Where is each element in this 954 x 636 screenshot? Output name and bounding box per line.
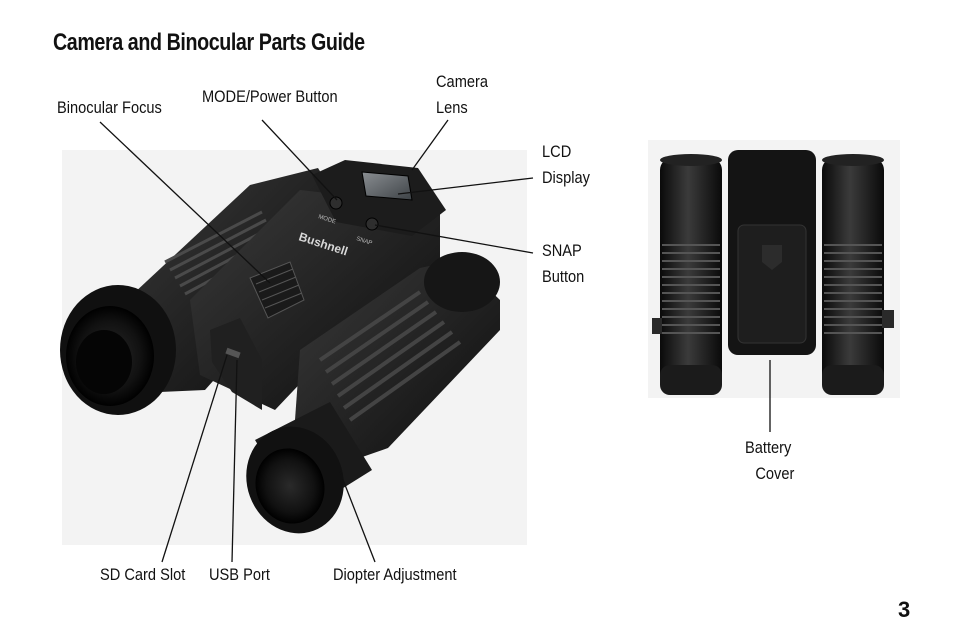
camera-lens-line2: Lens (436, 98, 468, 117)
angled-binocular: MODE SNAP Bushnell (60, 150, 527, 545)
mode-power-text: MODE/Power Button (202, 87, 338, 106)
label-lcd-display: LCD Display (542, 139, 590, 191)
lcd-display-line2: Display (542, 168, 590, 187)
battery-cover-line1: Battery (745, 438, 792, 457)
binocular-focus-text: Binocular Focus (57, 98, 162, 117)
mode-small-label: MODE (317, 214, 336, 225)
camera-lens-line1: Camera (436, 72, 489, 91)
snap-button-line2: Button (542, 267, 585, 286)
page-number: 3 (898, 597, 911, 622)
label-binocular-focus: Binocular Focus (57, 95, 162, 121)
sd-card-slot-text: SD Card Slot (100, 565, 186, 584)
label-usb-port: USB Port (209, 562, 270, 588)
label-camera-lens: Camera Lens (436, 69, 488, 121)
snap-button-line1: SNAP (542, 241, 582, 260)
diopter-adjustment-text: Diopter Adjustment (333, 565, 457, 584)
leader-lines (99, 119, 771, 563)
snap-small-label: SNAP (355, 236, 372, 247)
label-sd-card-slot: SD Card Slot (100, 562, 185, 588)
label-snap-button: SNAP Button (542, 238, 584, 290)
lcd-display-line1: LCD (542, 142, 572, 161)
label-diopter-adjustment: Diopter Adjustment (333, 562, 457, 588)
label-mode-power-button: MODE/Power Button (202, 84, 338, 110)
page-title: Camera and Binocular Parts Guide (53, 29, 365, 56)
battery-cover-line2: Cover (755, 464, 795, 483)
usb-port-text: USB Port (209, 565, 270, 584)
label-battery-cover: Battery Cover (745, 435, 794, 487)
top-view-binocular (648, 140, 900, 398)
